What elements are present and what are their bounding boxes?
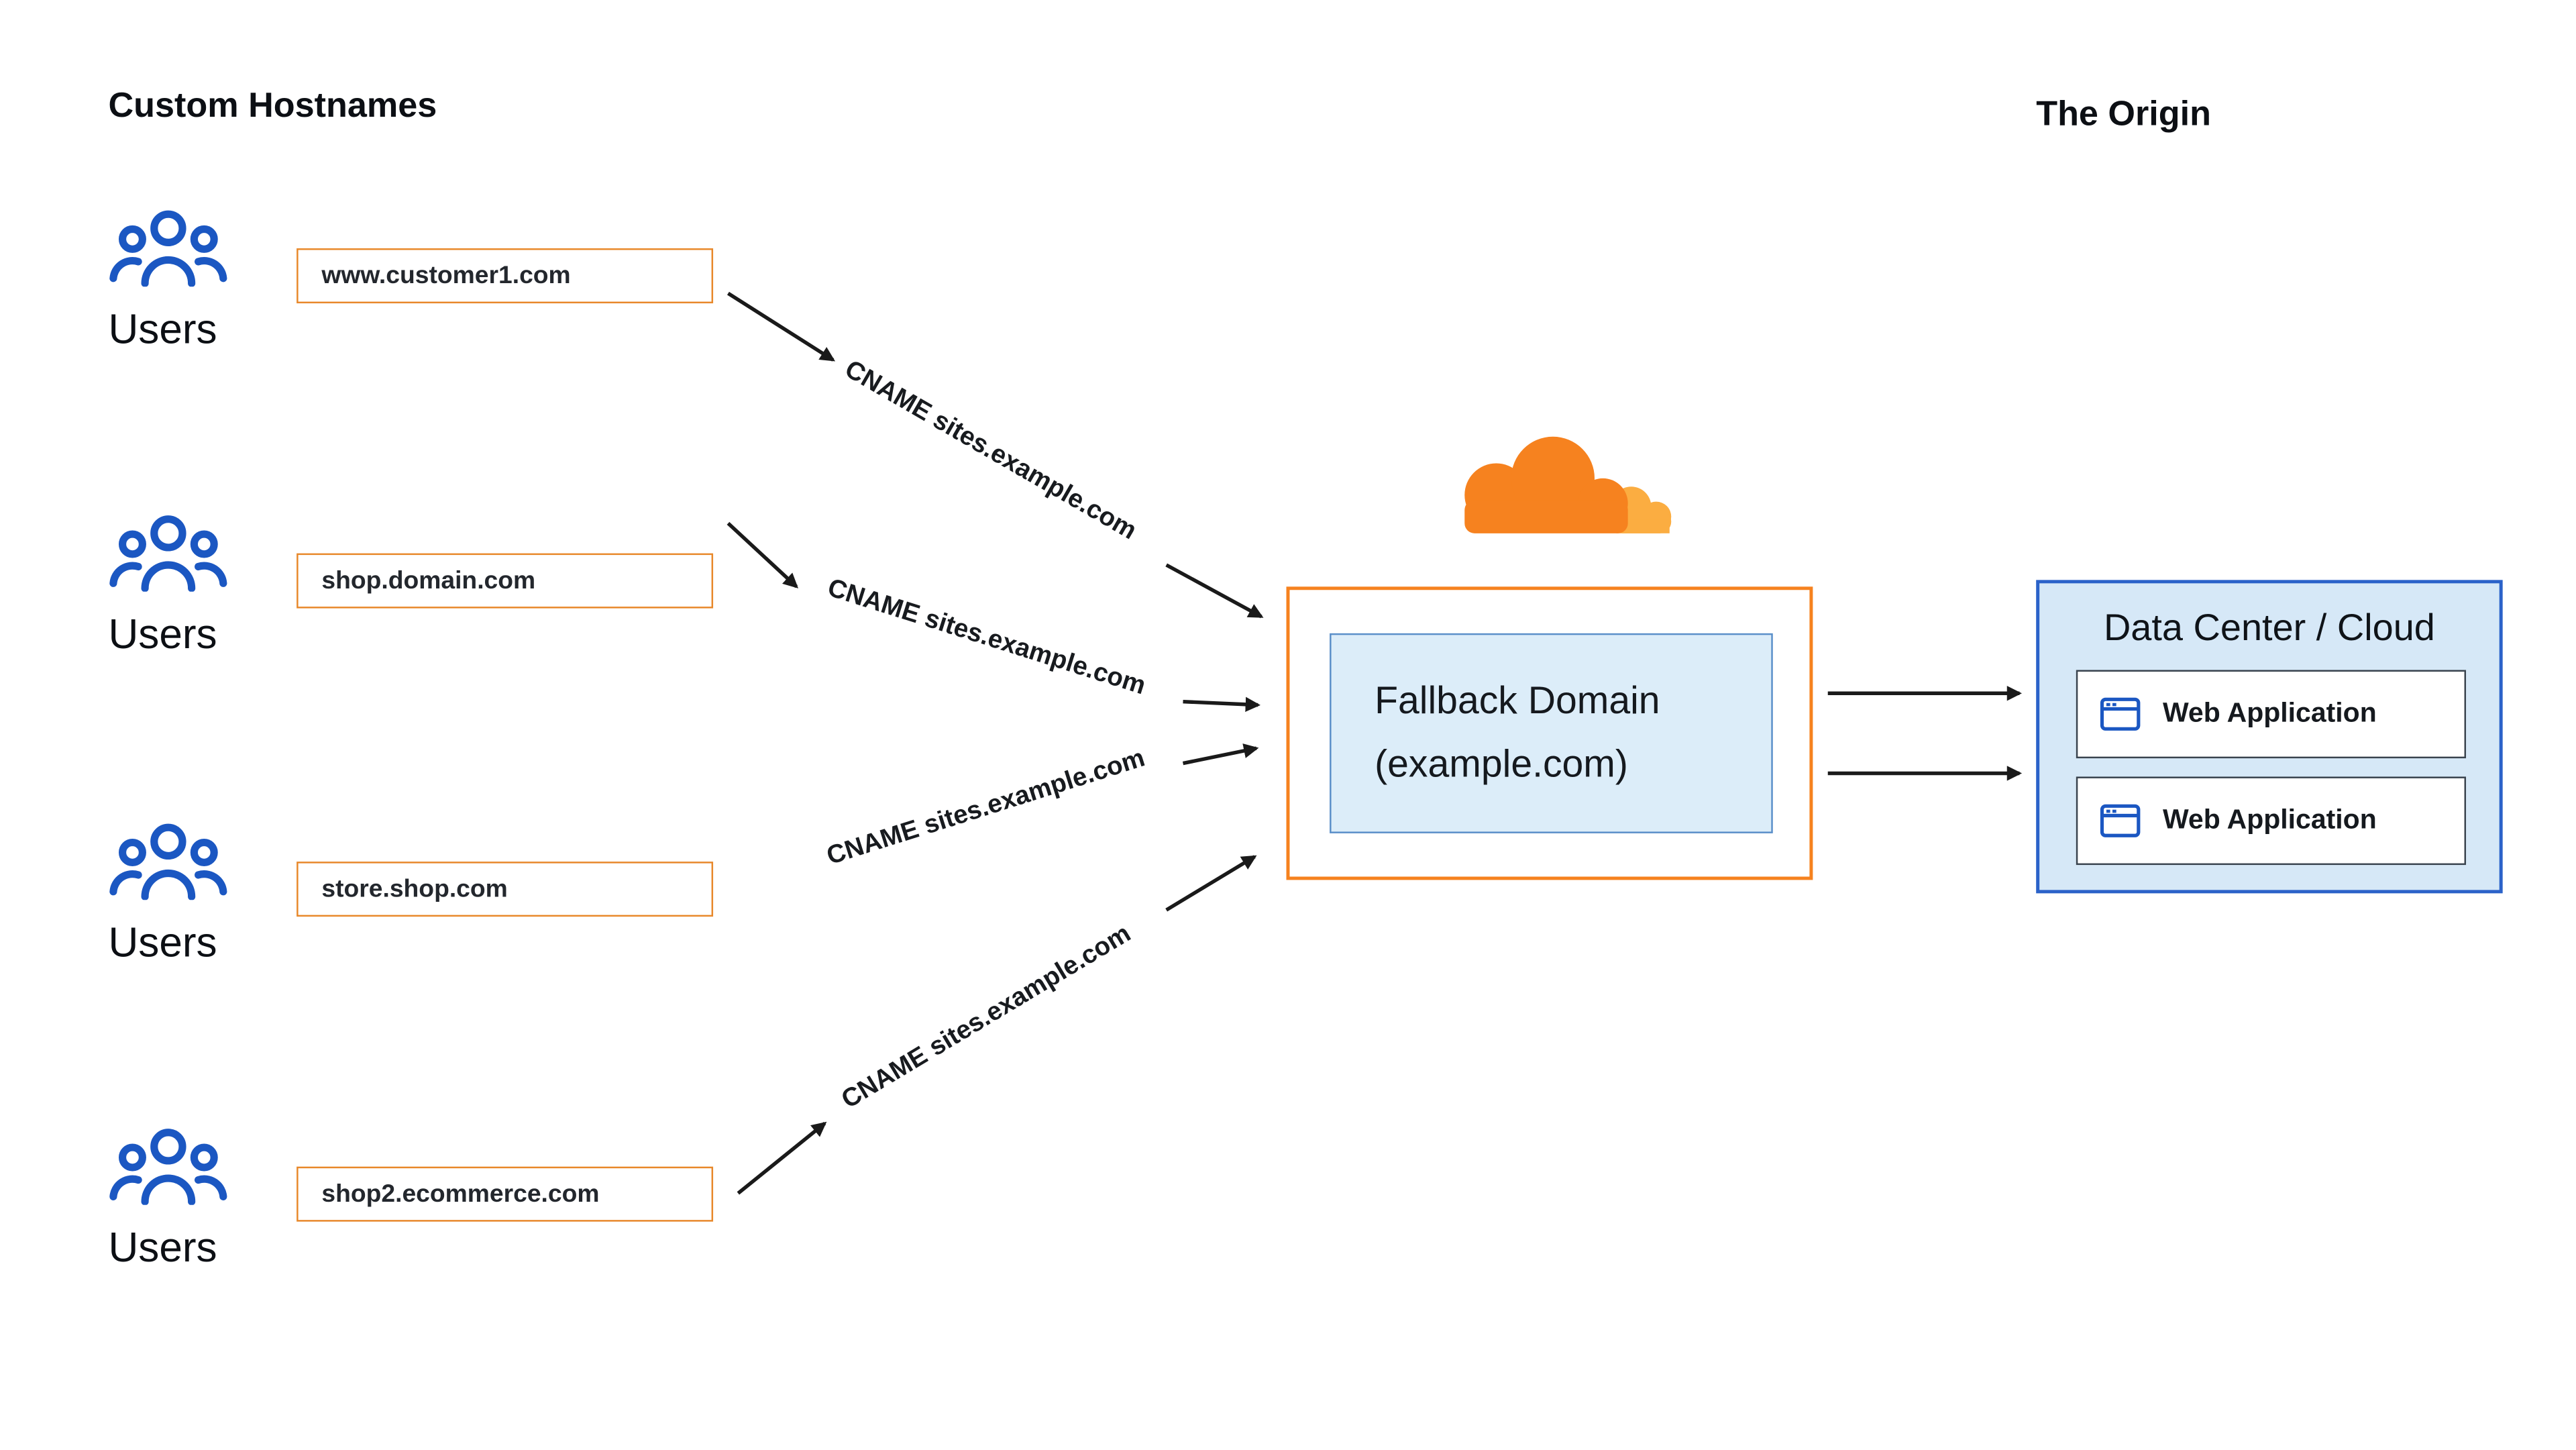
users-label: Users xyxy=(108,611,217,659)
hostname-row: Users www.customer1.com xyxy=(108,210,808,376)
arrow-row1-in xyxy=(1165,563,1264,619)
the-origin-title: The Origin xyxy=(2036,95,2212,134)
arrow-row3-in xyxy=(1182,743,1259,766)
cname-label: CNAME sites.example.com xyxy=(839,355,1142,546)
users-icon xyxy=(109,1129,227,1205)
users-icon xyxy=(109,210,227,287)
fallback-domain-line1: Fallback Domain xyxy=(1375,678,1660,722)
users-icon xyxy=(109,823,227,900)
origin-title: Data Center / Cloud xyxy=(2103,607,2435,649)
hostname-text: store.shop.com xyxy=(321,874,508,904)
users-icon xyxy=(109,515,227,592)
hostname-box: www.customer1.com xyxy=(297,248,714,304)
hostname-text: www.customer1.com xyxy=(321,261,571,291)
users-label: Users xyxy=(108,920,217,967)
cname-label: CNAME sites.example.com xyxy=(823,744,1148,872)
hostname-row: Users shop.domain.com xyxy=(108,515,808,681)
web-application-card: Web Application xyxy=(2076,776,2467,866)
fallback-domain-line2: (example.com) xyxy=(1375,741,1628,785)
hostname-text: shop.domain.com xyxy=(321,566,536,595)
cloudflare-logo-icon xyxy=(1464,436,1672,533)
hostname-box: store.shop.com xyxy=(297,862,714,917)
hostname-box: shop.domain.com xyxy=(297,553,714,609)
custom-hostnames-title: Custom Hostnames xyxy=(108,87,437,125)
web-application-card: Web Application xyxy=(2076,670,2467,759)
cname-label: CNAME sites.example.com xyxy=(837,919,1136,1115)
fallback-domain-box: Fallback Domain (example.com) xyxy=(1330,633,1773,833)
users-label: Users xyxy=(108,307,217,354)
arrow-row4-in xyxy=(1165,855,1257,912)
cname-label: CNAME sites.example.com xyxy=(824,574,1149,701)
fallback-domain-container: Fallback Domain (example.com) xyxy=(1286,586,1813,880)
origin-panel: Data Center / Cloud Web Application Web … xyxy=(2036,580,2503,894)
hostname-text: shop2.ecommerce.com xyxy=(321,1180,600,1208)
hostname-row: Users shop2.ecommerce.com xyxy=(108,1129,808,1295)
users-label: Users xyxy=(108,1225,217,1272)
browser-window-icon xyxy=(2100,804,2141,837)
hostname-box: shop2.ecommerce.com xyxy=(297,1166,714,1222)
web-application-label: Web Application xyxy=(2162,805,2377,835)
arrow-row2-in xyxy=(1183,696,1260,712)
web-application-label: Web Application xyxy=(2162,698,2377,729)
browser-window-icon xyxy=(2100,697,2141,731)
hostname-row: Users store.shop.com xyxy=(108,823,808,990)
